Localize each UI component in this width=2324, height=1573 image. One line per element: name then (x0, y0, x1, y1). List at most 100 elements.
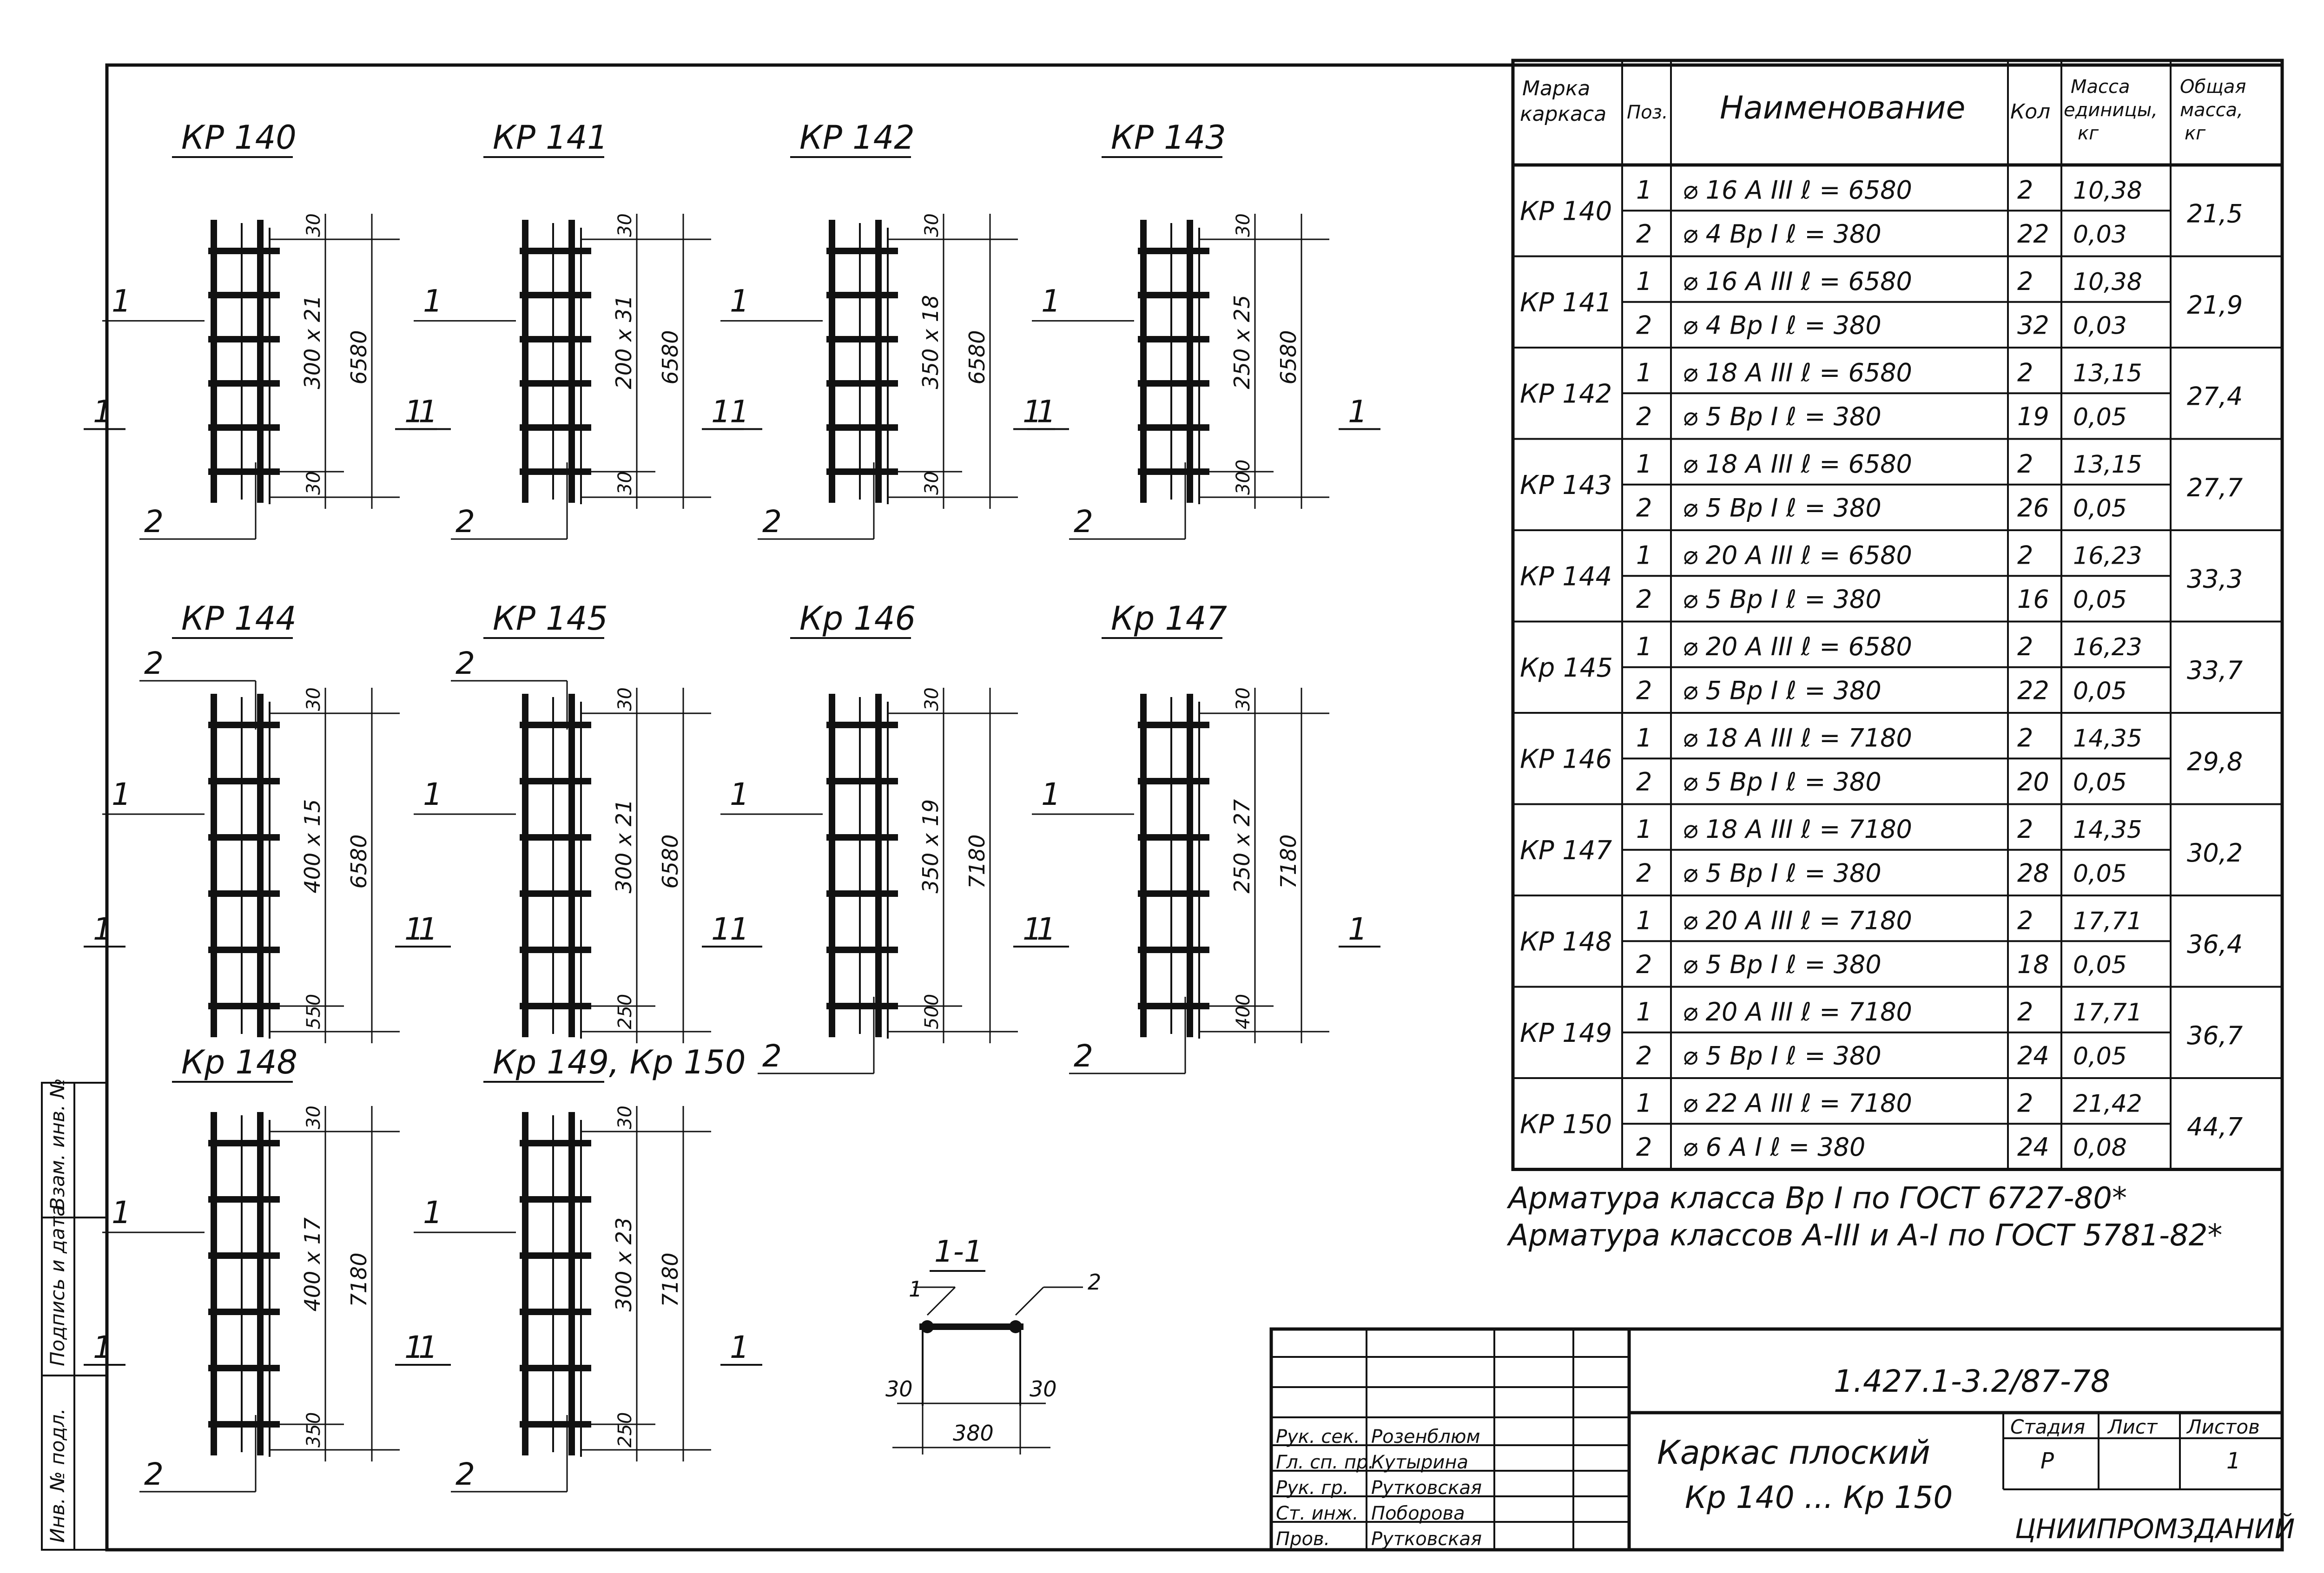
spacing-dim: 250 x 27 (1229, 799, 1254, 894)
note-2: Арматура классов А-III и А-I по ГОСТ 578… (1506, 1218, 2222, 1253)
spacing-dim: 300 x 21 (611, 799, 636, 894)
item-qty: 2 (2017, 815, 2033, 844)
section-mark-left: 1 (1023, 394, 1042, 429)
section-mark-right: 1 (1348, 911, 1367, 947)
position-1-callout: 1 (423, 283, 442, 319)
section-mark-left: 1 (93, 1329, 112, 1365)
item-name: ⌀ 4 Вр I ℓ = 380 (1683, 311, 1882, 340)
staff-name: Рутковская (1371, 1477, 1482, 1499)
item-qty: 32 (2017, 311, 2049, 340)
item-pos: 2 (1636, 1132, 1652, 1162)
item-unit-mass: 14,35 (2073, 816, 2142, 844)
section-mark-left: 1 (1023, 911, 1042, 947)
table-header-hdr-mass: единицы, (2064, 99, 2158, 121)
organization: ЦНИИПРОМЗДАНИЙ (2015, 1513, 2295, 1545)
table-header-hdr-mass: Масса (2071, 76, 2130, 98)
position-1-callout: 1 (730, 777, 749, 812)
position-1-callout: 1 (1041, 777, 1061, 812)
row-mark: КР 149 (1520, 1018, 1612, 1048)
bottom-gap-dim: 250 (614, 994, 636, 1029)
sheets-header: Листов (2186, 1415, 2260, 1438)
item-name: ⌀ 16 А III ℓ = 6580 (1683, 176, 1912, 205)
position-1-callout: 1 (730, 283, 749, 319)
spacing-dim: 250 x 25 (1229, 295, 1254, 389)
row-mark: КР 147 (1520, 836, 1612, 866)
section-mark-left: 1 (404, 394, 424, 429)
row-mark: КР 143 (1520, 470, 1612, 500)
bottom-gap-dim: 30 (921, 471, 943, 495)
staff-role: Рук. сек. (1276, 1426, 1360, 1448)
row-mark: КР 146 (1520, 744, 1612, 774)
note-1: Арматура класса Вр I по ГОСТ 6727-80* (1506, 1181, 2127, 1216)
section-1-1: 1-1 1 2 30 30 380 (885, 1235, 1101, 1455)
row-total-mass: 29,8 (2187, 747, 2243, 776)
frame-label: Кр 149, Кр 150 (493, 1043, 746, 1081)
top-gap-dim: 30 (303, 687, 324, 711)
sheet-header: Лист (2107, 1415, 2158, 1438)
item-name: ⌀ 5 Вр I ℓ = 380 (1683, 859, 1882, 888)
item-unit-mass: 16,23 (2073, 542, 2142, 570)
spacing-dim: 350 x 18 (918, 295, 943, 389)
item-unit-mass: 0,05 (2073, 403, 2127, 431)
row-total-mass: 36,4 (2187, 929, 2243, 959)
item-qty: 16 (2017, 585, 2049, 614)
item-pos: 2 (1636, 585, 1652, 614)
length-dim: 6580 (346, 834, 371, 889)
row-mark: КР 142 (1520, 379, 1612, 409)
frame-label: КР 145 (493, 599, 608, 638)
row-total-mass: 27,4 (2187, 382, 2243, 411)
item-unit-mass: 0,05 (2073, 951, 2127, 979)
item-name: ⌀ 5 Вр I ℓ = 380 (1683, 402, 1882, 431)
item-qty: 2 (2017, 358, 2033, 388)
row-total-mass: 30,2 (2187, 838, 2243, 868)
spacing-dim: 350 x 19 (918, 799, 943, 894)
table-header-hdr-mass: кг (2078, 123, 2099, 144)
position-2-callout: 2 (762, 1038, 782, 1074)
item-qty: 2 (2017, 724, 2033, 753)
item-unit-mass: 0,03 (2073, 312, 2127, 340)
table-header-hdr-mark: каркаса (1520, 102, 1606, 126)
position-1-callout: 1 (112, 777, 131, 812)
item-unit-mass: 10,38 (2073, 268, 2142, 296)
position-2-callout: 2 (762, 504, 782, 540)
section-mark-left: 1 (93, 394, 112, 429)
section-mark-right: 1 (1037, 911, 1056, 947)
item-qty: 2 (2017, 449, 2033, 479)
stage-header: Стадия (2010, 1415, 2085, 1438)
section-mark-left: 1 (404, 911, 424, 947)
bottom-gap-dim: 550 (303, 994, 324, 1029)
item-unit-mass: 0,08 (2073, 1134, 2127, 1162)
item-pos: 2 (1636, 494, 1652, 523)
item-name: ⌀ 5 Вр I ℓ = 380 (1683, 585, 1882, 614)
bottom-gap-dim: 30 (614, 471, 636, 495)
bottom-gap-dim: 30 (303, 471, 324, 495)
row-total-mass: 33,3 (2187, 564, 2243, 593)
side-stamp: Инв. № подл. Подпись и дата Взам. инв. № (41, 1078, 108, 1551)
item-qty: 2 (2017, 632, 2033, 661)
item-name: ⌀ 18 А III ℓ = 6580 (1683, 449, 1912, 479)
top-gap-dim: 30 (921, 213, 943, 237)
frame-label: КР 141 (493, 118, 608, 157)
item-qty: 2 (2017, 176, 2033, 205)
item-unit-mass: 0,03 (2073, 221, 2127, 249)
item-name: ⌀ 22 А III ℓ = 7180 (1683, 1089, 1912, 1118)
row-mark: Кр 145 (1520, 653, 1613, 683)
table-header-hdr-name: Наименование (1720, 90, 1965, 126)
length-dim: 7180 (964, 834, 990, 889)
item-name: ⌀ 18 А III ℓ = 7180 (1683, 815, 1912, 844)
position-1-callout: 1 (112, 283, 131, 319)
item-name: ⌀ 4 Вр I ℓ = 380 (1683, 219, 1882, 249)
stamp-replace-label: Взам. инв. № (46, 1078, 69, 1211)
top-gap-dim: 30 (614, 687, 636, 711)
length-dim: 7180 (346, 1252, 371, 1307)
item-name: ⌀ 18 А III ℓ = 7180 (1683, 724, 1912, 753)
